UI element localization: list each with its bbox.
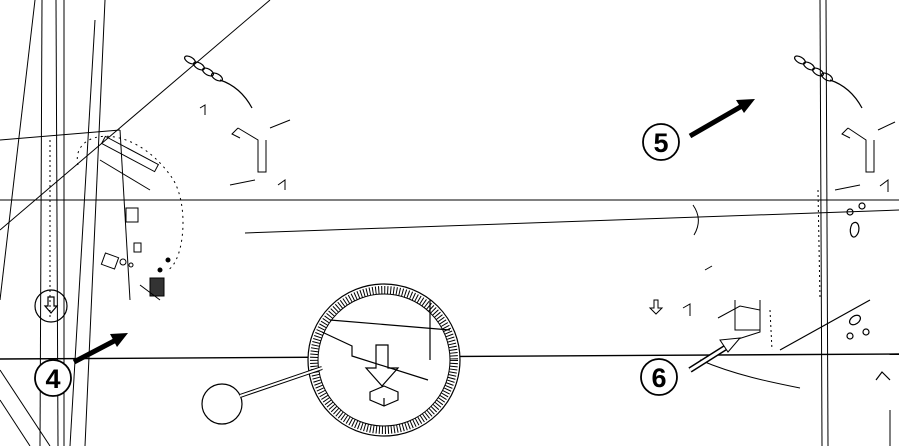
- callout-6: 6: [640, 358, 678, 396]
- dashed-edge-right: [817, 189, 821, 301]
- frame-line-5: [84, 0, 106, 446]
- frame-line-8: [0, 129, 121, 141]
- callout-4: 4: [34, 359, 72, 397]
- thick-arrow-icon: [72, 333, 128, 365]
- callout-5: 5: [642, 123, 680, 161]
- frame-line-7: [0, 0, 271, 231]
- thick-arrow-icon: [688, 99, 755, 139]
- frame-line-11: [0, 399, 31, 446]
- magnifier-detail-icon: [201, 283, 461, 437]
- frame-line-10: [0, 369, 51, 446]
- control-panel-assembly: [76, 135, 184, 301]
- right-side-parts: [779, 202, 891, 381]
- wire-coil-top: [183, 55, 253, 109]
- bracket-right: [834, 121, 896, 192]
- wire-coil-right: [793, 55, 863, 109]
- frame-line-4: [69, 19, 96, 446]
- callout-6-number: 6: [651, 363, 666, 393]
- frame-line-6: [0, 0, 36, 301]
- frame-line-right-2: [825, 0, 829, 446]
- door-panel-bottom-right: [648, 204, 801, 389]
- callout-4-number: 4: [45, 364, 60, 394]
- bracket-top: [199, 104, 291, 190]
- frame-line-9: [119, 129, 131, 301]
- down-arrow-icon: [34, 289, 68, 323]
- guide-line-slant: [244, 209, 899, 234]
- thick-arrow-icon: [688, 337, 742, 373]
- callout-5-number: 5: [653, 128, 668, 158]
- frame-line-right-1: [819, 0, 823, 446]
